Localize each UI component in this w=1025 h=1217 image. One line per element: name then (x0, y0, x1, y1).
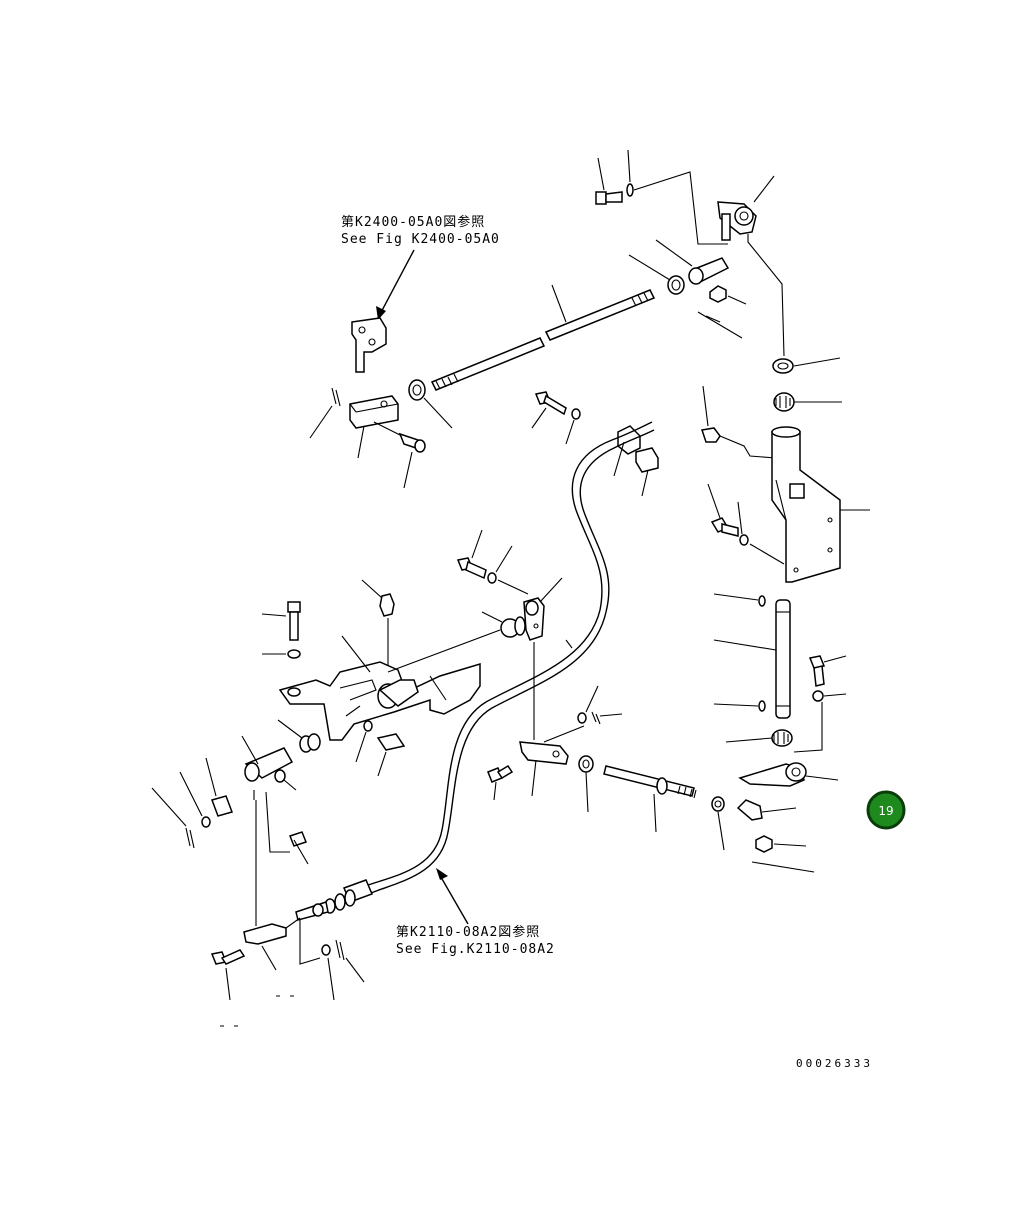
bolt-part (531, 391, 567, 429)
nut-part (408, 379, 453, 429)
washer-part (565, 408, 581, 445)
cotter-pin-part (151, 787, 195, 849)
bolt-part (595, 157, 623, 205)
cotter-pin-part (591, 711, 623, 725)
arrow-icon (376, 249, 415, 320)
nut-part (709, 285, 747, 305)
washer-part (577, 685, 599, 724)
washer-part (355, 720, 373, 763)
bushing-part (277, 719, 321, 753)
bushing-part (773, 392, 842, 412)
reference-top-en: See Fig K2400-05A0 (341, 232, 500, 247)
shaft-bracket-part (771, 426, 870, 583)
washer-part (487, 545, 529, 595)
clevis-part (349, 395, 411, 459)
clevis-part (519, 642, 569, 797)
reference-top-jp: 第K2400-05A0図参照 (341, 214, 485, 230)
bolt-part (210, 949, 246, 1001)
washer-part (772, 357, 841, 374)
lever-part (717, 175, 785, 357)
pedal-bracket-part (278, 629, 501, 741)
drawing-number: 00026333 (796, 1057, 873, 1070)
clevis-part (523, 577, 563, 641)
washer-part (262, 649, 301, 659)
washer-part (737, 501, 785, 565)
rod-part (713, 599, 791, 719)
cotter-pin-part (335, 939, 365, 983)
pin-part (713, 593, 766, 607)
yoke-part (351, 317, 387, 373)
bolt-part (808, 655, 847, 687)
nut-part (628, 254, 685, 295)
pin-part (398, 432, 426, 489)
reference-bottom-en: See Fig.K2110-08A2 (396, 942, 555, 957)
page-number-label: 19 (878, 804, 893, 818)
page-number-badge[interactable]: 19 (866, 790, 906, 830)
cable-end-part (295, 879, 374, 921)
bolt-part (487, 764, 514, 801)
lever-part (738, 762, 839, 787)
washer-part (626, 149, 634, 197)
lever-part (241, 735, 297, 791)
grease-fitting-part (361, 579, 395, 670)
grease-fitting-part (701, 385, 777, 459)
pin-part (713, 700, 766, 712)
pin-part (289, 831, 309, 865)
bolt-part (456, 529, 487, 580)
rod-part (603, 765, 697, 833)
washer-part (179, 771, 211, 828)
rod-part (430, 284, 656, 391)
washer-part (793, 690, 847, 753)
arrow-icon (436, 868, 469, 925)
bolt-part (376, 733, 406, 777)
washer-part (711, 796, 725, 851)
nut-part (755, 835, 807, 853)
spacer-part (635, 447, 659, 497)
washer-part (321, 944, 335, 1001)
clevis-part (243, 917, 301, 971)
bolt-part (261, 601, 301, 641)
cotter-pin-part (309, 387, 341, 439)
bushing-part (725, 729, 793, 747)
bushing-part (481, 611, 526, 638)
ball-joint-part (655, 239, 730, 285)
cable-part (359, 421, 655, 897)
reference-bottom-jp: 第K2110-08A2図参照 (396, 924, 540, 940)
ball-joint-part (736, 799, 797, 821)
clip-part (205, 757, 233, 817)
nut-part (578, 755, 594, 813)
bolt-part (707, 483, 739, 537)
